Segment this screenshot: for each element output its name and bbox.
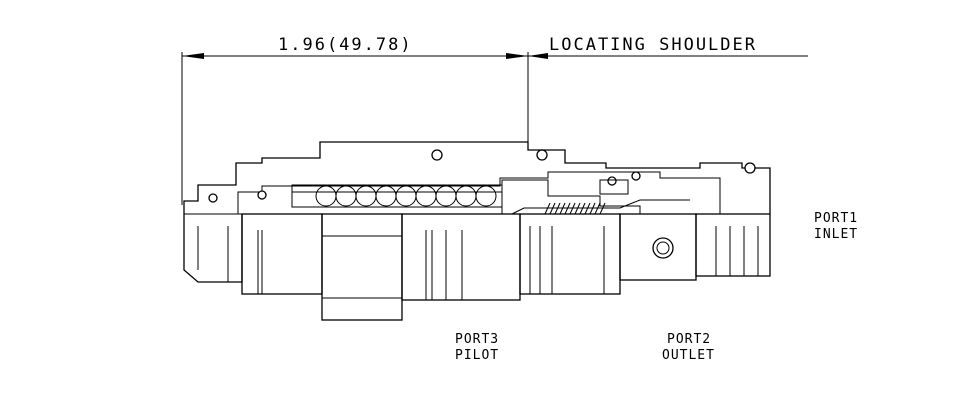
body-section-3 (519, 213, 621, 295)
cross-hole-inner (656, 241, 670, 255)
poppet-seat (599, 179, 629, 195)
valve-lower-external (183, 213, 771, 321)
slanted-sleeve (511, 199, 690, 215)
arrow-right (506, 53, 528, 59)
dimension-length-label: 1.96(49.78) (278, 35, 413, 55)
upper-bore-line (237, 171, 721, 214)
spring-chamber (291, 184, 503, 208)
port3-name: PORT3 (455, 332, 499, 347)
valve-upper-section (183, 141, 771, 215)
port2-label: PORT2 OUTLET (662, 332, 715, 363)
cross-hole (652, 237, 674, 259)
port1-function: INLET (814, 227, 858, 242)
port1-name: PORT1 (814, 211, 858, 226)
piston-outline (501, 179, 641, 214)
port2-function: OUTLET (662, 348, 715, 363)
locating-shoulder-label: LOCATING SHOULDER (549, 35, 757, 55)
o-ring-6 (607, 176, 617, 186)
body-section-4 (619, 213, 697, 281)
o-ring-3 (744, 162, 756, 174)
port3-function: PILOT (455, 348, 499, 363)
port1-label: PORT1 INLET (814, 211, 858, 242)
o-ring-2 (536, 149, 548, 161)
port3-label: PORT3 PILOT (455, 332, 499, 363)
o-ring-1 (431, 149, 443, 161)
dimension-callout: 1.96(49.78) LOCATING SHOULDER (181, 35, 808, 205)
body-section-1 (241, 213, 323, 295)
o-ring-7 (631, 171, 641, 181)
o-ring-4 (208, 193, 218, 203)
main-spring (315, 185, 497, 207)
body-section-2 (401, 213, 521, 301)
arrow-left (182, 53, 204, 59)
hex-nose (183, 214, 243, 283)
body-section-5 (695, 213, 771, 277)
upper-body-profile (183, 141, 771, 214)
o-ring-5 (257, 190, 267, 200)
hex-body (321, 213, 403, 321)
port2-name: PORT2 (667, 332, 711, 347)
